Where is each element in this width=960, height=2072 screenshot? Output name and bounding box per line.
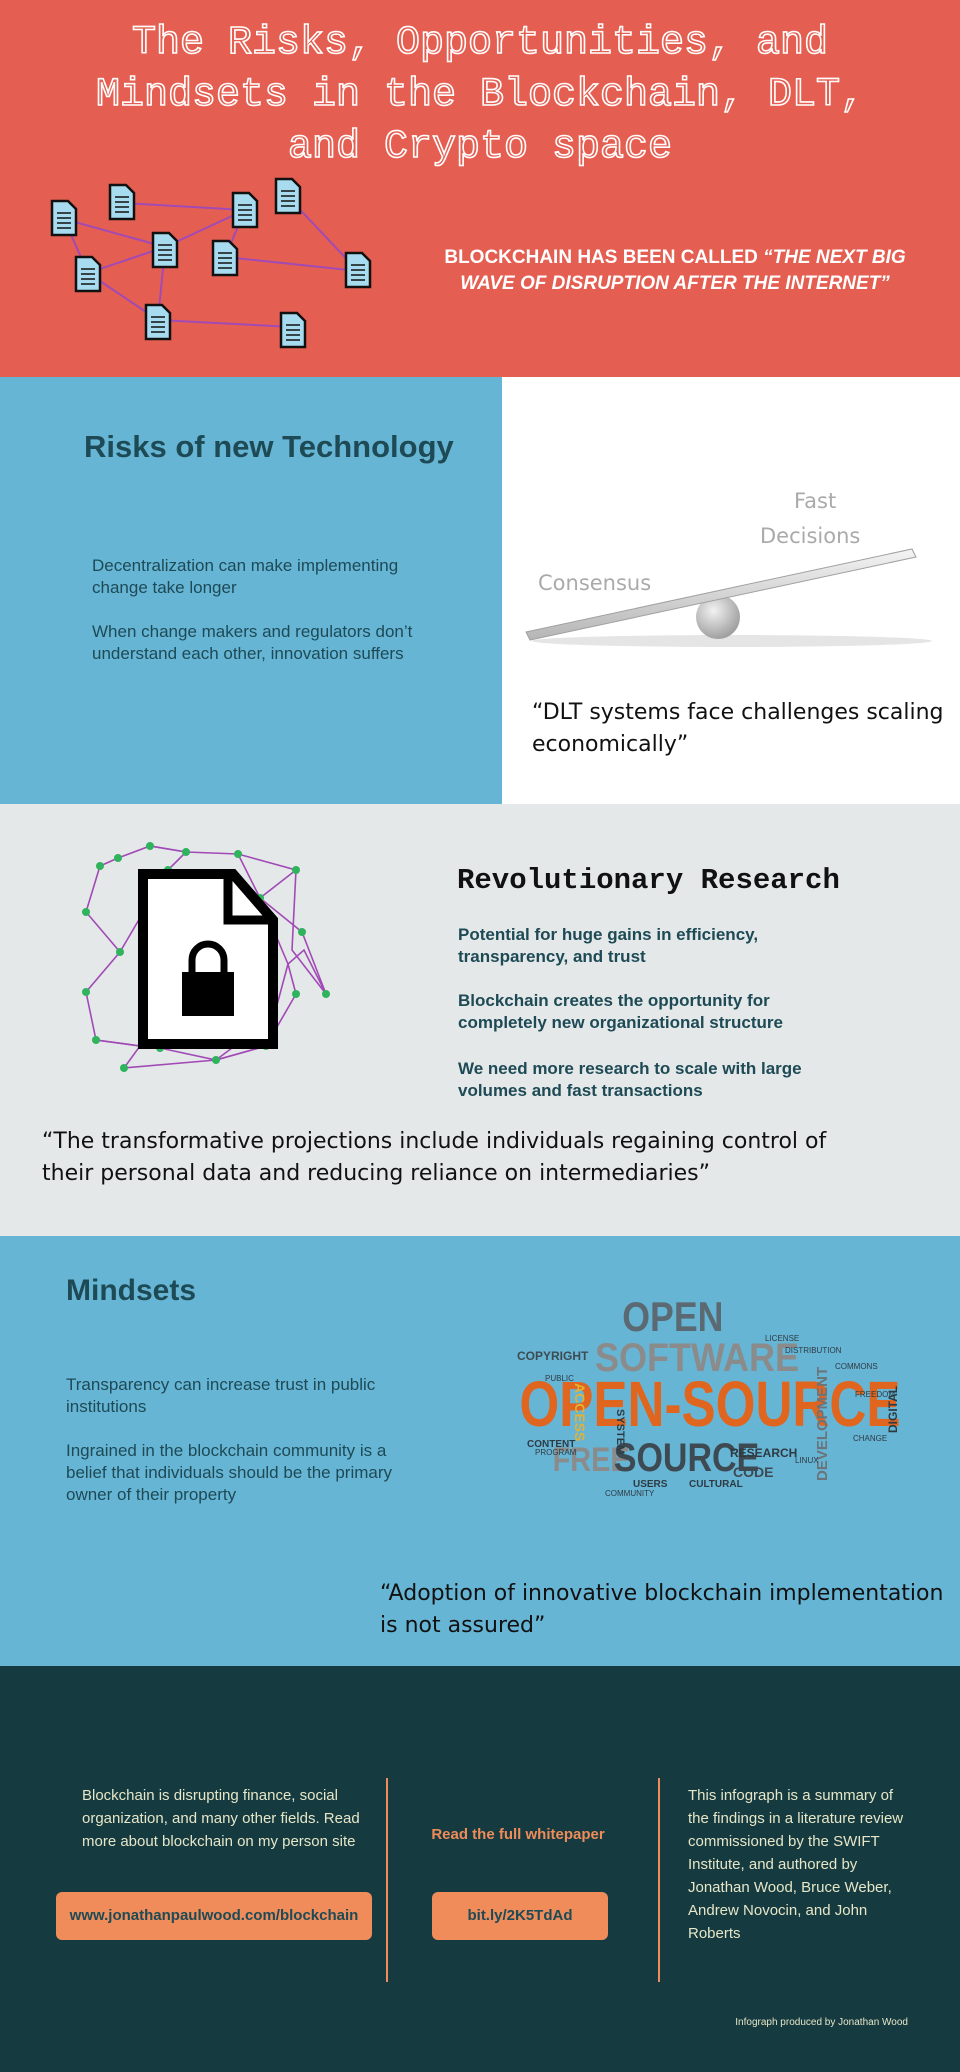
wordcloud-copyright: COPYRIGHT [517,1349,589,1363]
research-section: Revolutionary Research Potential for hug… [0,804,960,1236]
seesaw-right-label-1: Fast [794,489,836,513]
hero-quote: BLOCKCHAIN HAS BEEN CALLED “THE NEXT BIG… [430,245,920,297]
footer-divider-right [658,1778,660,1982]
svg-text:COMMUNITY: COMMUNITY [605,1489,655,1498]
hero-quote-emphasis: “THE NEXT BIG WAVE OF DISRUPTION AFTER T… [460,247,906,294]
mindsets-item: Transparency can increase trust in publi… [66,1375,376,1416]
page-title: The Risks, Opportunities, and Mindsets i… [95,20,865,171]
whitepaper-label: Read the full whitepaper [431,1826,605,1843]
hero-section: The Risks, Opportunities, and Mindsets i… [0,0,960,377]
footer-section: Blockchain is disrupting finance, social… [0,1666,960,2072]
mindsets-section: Mindsets Transparency can increase trust… [0,1236,960,1666]
svg-text:DISTRIBUTION: DISTRIBUTION [785,1346,842,1355]
svg-text:PROGRAM: PROGRAM [535,1448,577,1457]
wordcloud-users: USERS [633,1479,668,1490]
research-quote: “The transformative projections include … [42,1129,827,1186]
wordcloud-cultural: CULTURAL [689,1479,743,1490]
seesaw-right-label-2: Decisions [760,524,860,548]
wordcloud-research: RESEARCH [730,1446,797,1460]
wordcloud-code: CODE [733,1464,773,1480]
wordcloud-open: OPEN [622,1294,723,1340]
risk-item: Decentralization can make implementing c… [92,556,399,597]
open-source-wordcloud: OPEN SOFTWARE OPEN-SOURCE FREE SOURCE CO… [510,1294,910,1501]
wordcloud-source: SOURCE [614,1434,759,1479]
risks-section: Risks of new Technology Decentralization… [0,377,502,804]
personal-site-button[interactable]: www.jonathanpaulwood.com/blockchain [56,1892,372,1940]
wordcloud-system: SYSTEM [614,1409,626,1454]
wordcloud-software: SOFTWARE [595,1336,799,1380]
mindsets-item: Ingrained in the blockchain community is… [66,1441,393,1504]
mindsets-title: Mindsets [66,1274,197,1307]
footer-left-text: Blockchain is disrupting finance, social… [82,1787,360,1850]
research-item: Blockchain creates the opportunity for c… [458,991,783,1032]
wordcloud-access: ACCESS [572,1383,588,1441]
doc-icons [50,177,372,349]
svg-text:COMMONS: COMMONS [835,1362,878,1371]
svg-text:FREEDOM: FREEDOM [855,1390,895,1399]
svg-text:CHANGE: CHANGE [853,1434,887,1443]
mindsets-quote: “Adoption of innovative blockchain imple… [380,1581,944,1638]
research-item: We need more research to scale with larg… [458,1059,802,1100]
wordcloud-content: CONTENT [527,1439,575,1450]
svg-text:LINUX: LINUX [795,1456,819,1465]
footer-right-text: This infograph is a summary of the findi… [688,1787,904,1942]
credit-text: Infograph produced by Jonathan Wood [735,2017,908,2028]
hero-quote-plain: BLOCKCHAIN HAS BEEN CALLED [444,247,764,268]
risks-title: Risks of new Technology [84,429,454,464]
document-lock [138,869,278,1049]
seesaw-left-label: Consensus [538,571,651,595]
wordcloud-digital: DIGITAL [886,1386,900,1433]
svg-text:LICENSE: LICENSE [765,1334,799,1343]
research-item: Potential for huge gains in efficiency, … [458,925,759,966]
locked-document-network-icon [82,842,330,1072]
risks-visual: Consensus Fast Decisions “DLT systems fa… [502,377,960,804]
document-network-icon [50,177,372,349]
svg-text:PUBLIC: PUBLIC [545,1374,574,1383]
risks-quote: “DLT systems face challenges scaling eco… [532,700,944,757]
risk-item: When change makers and regulators don’t … [92,622,413,663]
research-title: Revolutionary Research [457,864,840,897]
wordcloud-open-source: OPEN-SOURCE [519,1370,900,1441]
wordcloud-free: FREE [553,1440,630,1479]
wordcloud-development: DEVELOPMENT [814,1367,831,1481]
seesaw-illustration: Consensus Fast Decisions [525,489,932,647]
footer-divider-left [386,1778,388,1982]
whitepaper-button[interactable]: bit.ly/2K5TdAd [432,1892,608,1940]
